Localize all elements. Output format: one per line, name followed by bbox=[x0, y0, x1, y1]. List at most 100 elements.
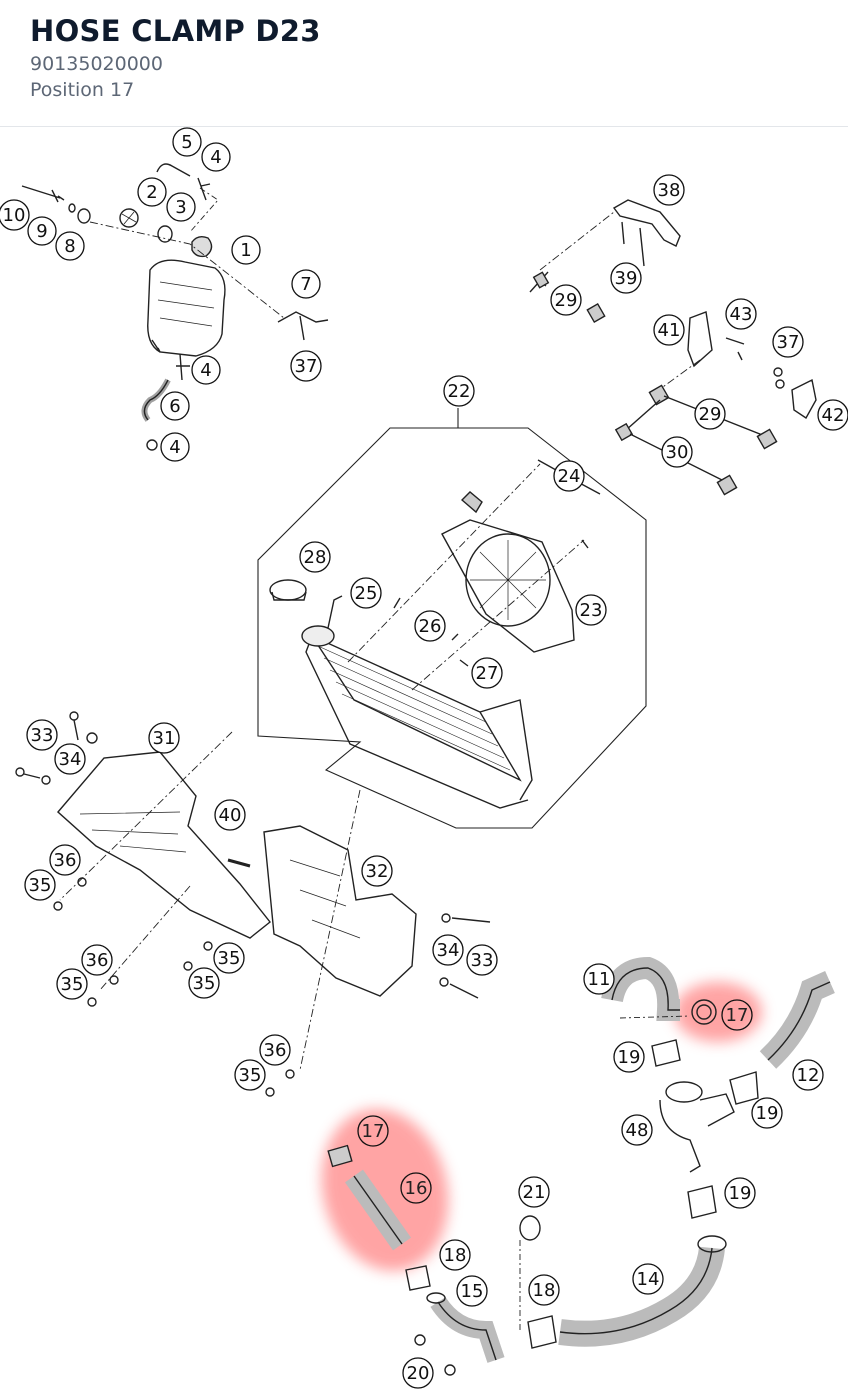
callout-29[interactable]: 29 bbox=[550, 284, 582, 316]
callout-circle bbox=[792, 1059, 824, 1091]
callout-8[interactable]: 8 bbox=[55, 231, 85, 261]
callout-34[interactable]: 34 bbox=[432, 934, 464, 966]
callout-label: 41 bbox=[658, 320, 681, 341]
callout-9[interactable]: 9 bbox=[27, 216, 57, 246]
callout-30[interactable]: 30 bbox=[661, 436, 693, 468]
callout-24[interactable]: 24 bbox=[553, 460, 585, 492]
callout-38[interactable]: 38 bbox=[653, 174, 685, 206]
callout-34[interactable]: 34 bbox=[54, 743, 86, 775]
callout-circle bbox=[402, 1357, 434, 1389]
callout-label: 16 bbox=[405, 1178, 428, 1199]
callout-22[interactable]: 22 bbox=[443, 375, 475, 407]
callout-label: 33 bbox=[471, 950, 494, 971]
callout-label: 31 bbox=[153, 728, 176, 749]
callout-circle bbox=[160, 432, 190, 462]
callout-19[interactable]: 19 bbox=[613, 1041, 645, 1073]
callout-23[interactable]: 23 bbox=[575, 594, 607, 626]
callout-35[interactable]: 35 bbox=[234, 1059, 266, 1091]
callout-35[interactable]: 35 bbox=[24, 869, 56, 901]
callout-26[interactable]: 26 bbox=[414, 610, 446, 642]
callout-35[interactable]: 35 bbox=[188, 967, 220, 999]
callout-36[interactable]: 36 bbox=[259, 1034, 291, 1066]
callout-28[interactable]: 28 bbox=[299, 541, 331, 573]
callout-label: 35 bbox=[61, 974, 84, 995]
callout-7[interactable]: 7 bbox=[291, 269, 321, 299]
exploded-parts-diagram: 1234445678910373839294143372942302224282… bbox=[0, 127, 848, 1389]
callout-circle bbox=[191, 355, 221, 385]
callout-label: 4 bbox=[169, 437, 180, 458]
callout-10[interactable]: 10 bbox=[0, 199, 30, 231]
callout-label: 38 bbox=[658, 180, 681, 201]
callout-3[interactable]: 3 bbox=[166, 192, 196, 222]
callout-label: 36 bbox=[54, 850, 77, 871]
callout-label: 28 bbox=[304, 547, 327, 568]
callout-label: 35 bbox=[239, 1065, 262, 1086]
callout-label: 34 bbox=[437, 940, 460, 961]
part-header: HOSE CLAMP D23 90135020000 Position 17 bbox=[0, 0, 848, 127]
callout-18[interactable]: 18 bbox=[528, 1274, 560, 1306]
callout-39[interactable]: 39 bbox=[610, 262, 642, 294]
callout-15[interactable]: 15 bbox=[456, 1275, 488, 1307]
callout-14[interactable]: 14 bbox=[632, 1263, 664, 1295]
callout-circle bbox=[400, 1172, 432, 1204]
callout-circle bbox=[575, 594, 607, 626]
callout-17[interactable]: 17 bbox=[721, 999, 753, 1031]
callout-35[interactable]: 35 bbox=[213, 942, 245, 974]
callout-2[interactable]: 2 bbox=[137, 177, 167, 207]
expansion-tank-assembly bbox=[21, 163, 329, 451]
callout-circle bbox=[27, 216, 57, 246]
callout-11[interactable]: 11 bbox=[583, 963, 615, 995]
callout-label: 17 bbox=[726, 1005, 749, 1026]
callout-27[interactable]: 27 bbox=[471, 657, 503, 689]
callout-33[interactable]: 33 bbox=[26, 719, 58, 751]
callout-33[interactable]: 33 bbox=[466, 944, 498, 976]
callout-20[interactable]: 20 bbox=[402, 1357, 434, 1389]
callout-circle bbox=[81, 944, 113, 976]
callout-31[interactable]: 31 bbox=[148, 722, 180, 754]
callout-18[interactable]: 18 bbox=[439, 1239, 471, 1271]
callout-label: 2 bbox=[146, 182, 157, 203]
callout-41[interactable]: 41 bbox=[653, 314, 685, 346]
callout-4[interactable]: 4 bbox=[201, 142, 231, 172]
callout-42[interactable]: 42 bbox=[817, 399, 848, 431]
callout-19[interactable]: 19 bbox=[751, 1097, 783, 1129]
callout-40[interactable]: 40 bbox=[214, 799, 246, 831]
callout-12[interactable]: 12 bbox=[792, 1059, 824, 1091]
radiator-bracket-assembly bbox=[529, 199, 817, 496]
callout-label: 26 bbox=[419, 616, 442, 637]
callout-circle bbox=[172, 127, 202, 157]
callout-36[interactable]: 36 bbox=[81, 944, 113, 976]
callout-25[interactable]: 25 bbox=[350, 577, 382, 609]
callout-label: 40 bbox=[219, 805, 242, 826]
callout-circle bbox=[24, 869, 56, 901]
callout-circle bbox=[357, 1115, 389, 1147]
callout-circle bbox=[361, 855, 393, 887]
callout-5[interactable]: 5 bbox=[172, 127, 202, 157]
callout-4[interactable]: 4 bbox=[191, 355, 221, 385]
callout-circle bbox=[817, 399, 848, 431]
callout-19[interactable]: 19 bbox=[724, 1177, 756, 1209]
callout-16[interactable]: 16 bbox=[400, 1172, 432, 1204]
callout-48[interactable]: 48 bbox=[621, 1114, 653, 1146]
callout-label: 3 bbox=[175, 197, 186, 218]
callout-37[interactable]: 37 bbox=[772, 326, 804, 358]
callout-4[interactable]: 4 bbox=[160, 432, 190, 462]
callout-circle bbox=[259, 1034, 291, 1066]
callout-17[interactable]: 17 bbox=[357, 1115, 389, 1147]
part-number: 90135020000 bbox=[30, 53, 163, 75]
callout-circle bbox=[54, 743, 86, 775]
callout-32[interactable]: 32 bbox=[361, 855, 393, 887]
callout-36[interactable]: 36 bbox=[49, 844, 81, 876]
radiator-shroud-assembly bbox=[15, 711, 491, 1097]
callout-37[interactable]: 37 bbox=[290, 350, 322, 382]
callout-circle bbox=[661, 436, 693, 468]
callout-43[interactable]: 43 bbox=[725, 298, 757, 330]
callout-21[interactable]: 21 bbox=[518, 1176, 550, 1208]
callout-circle bbox=[518, 1176, 550, 1208]
callout-1[interactable]: 1 bbox=[231, 235, 261, 265]
callout-6[interactable]: 6 bbox=[160, 391, 190, 421]
callout-circle bbox=[432, 934, 464, 966]
callout-29[interactable]: 29 bbox=[694, 398, 726, 430]
callout-35[interactable]: 35 bbox=[56, 968, 88, 1000]
